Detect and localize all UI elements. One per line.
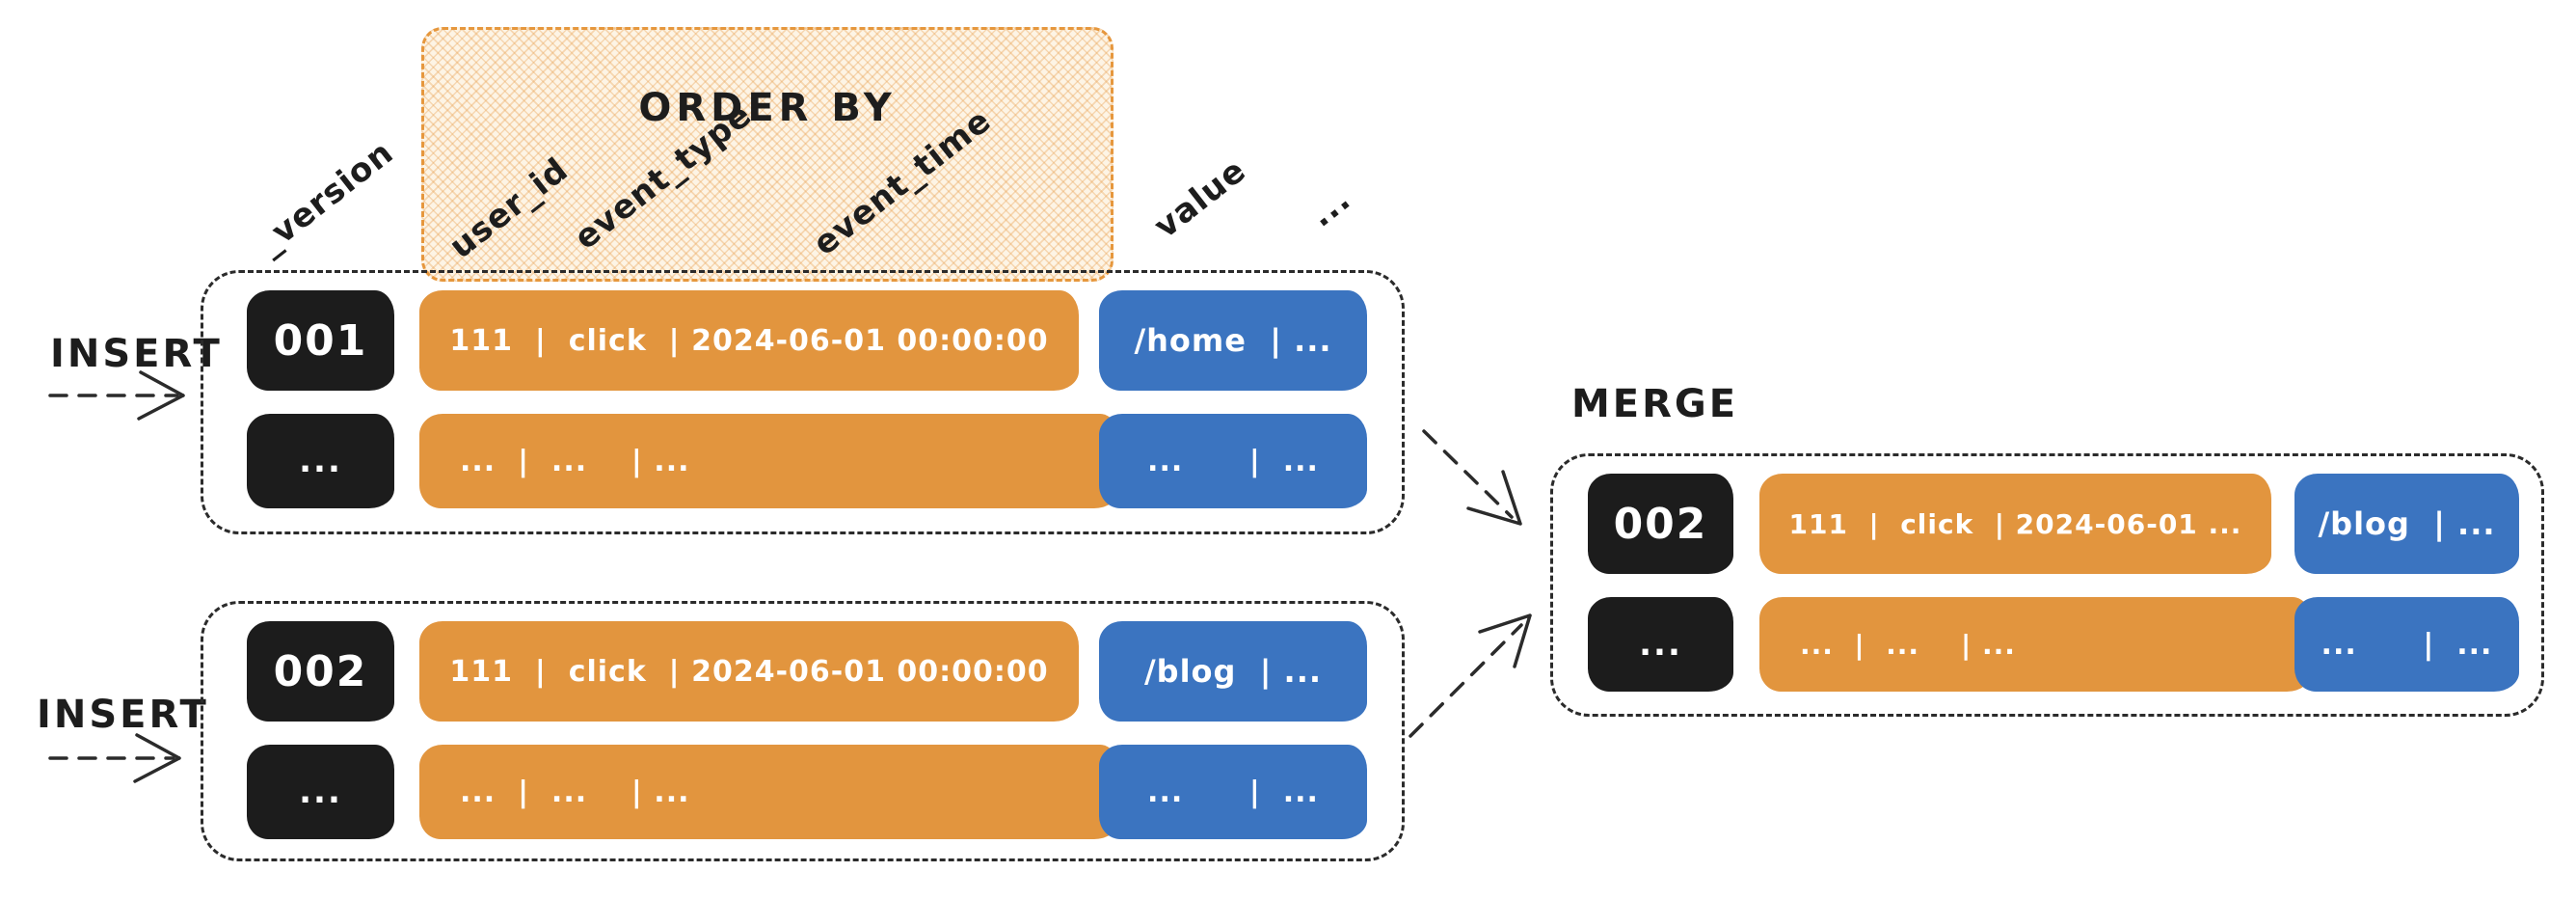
- merge-arrow-from-top-head: [1466, 470, 1522, 526]
- ordered-columns-cell: 111 | click | 2024-06-01 00:00:00: [419, 290, 1079, 391]
- insert-label-top: INSERT: [50, 332, 223, 376]
- ordered-columns-cell: ... | ... | ...: [419, 745, 1119, 839]
- table-row: ... ... | ... | ... ... | ...: [203, 745, 1402, 839]
- value-cell: ... | ...: [2294, 597, 2519, 692]
- value-cell: /blog | ...: [2294, 474, 2519, 574]
- table-row: 001 111 | click | 2024-06-01 00:00:00 /h…: [203, 290, 1402, 391]
- value-cell: /home | ...: [1099, 290, 1367, 391]
- column-label-ellipsis: ...: [1302, 179, 1358, 235]
- merge-arrow-from-bottom-head: [1478, 613, 1532, 668]
- column-label-version: _version: [251, 133, 401, 262]
- version-cell: ...: [247, 414, 394, 508]
- insert-arrow-bottom-head: [133, 733, 181, 783]
- insert-arrow-top-head: [137, 370, 185, 421]
- order-by-box: ORDER BY: [421, 27, 1114, 282]
- merge-arrow-from-bottom: [1409, 623, 1523, 738]
- value-cell: ... | ...: [1099, 745, 1367, 839]
- merged-part-block: 002 111 | click | 2024-06-01 ... /blog |…: [1550, 453, 2544, 717]
- merge-label: MERGE: [1571, 382, 1739, 426]
- order-by-title: ORDER BY: [638, 86, 897, 130]
- column-label-value: value: [1146, 150, 1254, 247]
- version-cell: 001: [247, 290, 394, 391]
- merge-arrow-from-top: [1422, 429, 1514, 519]
- insert-label-bottom: INSERT: [37, 693, 209, 737]
- ordered-columns-cell: ... | ... | ...: [419, 414, 1119, 508]
- version-cell: 002: [247, 621, 394, 722]
- ordered-columns-cell: 111 | click | 2024-06-01 ...: [1759, 474, 2271, 574]
- table-row: 002 111 | click | 2024-06-01 ... /blog |…: [1553, 474, 2541, 574]
- ordered-columns-cell: ... | ... | ...: [1759, 597, 2312, 692]
- ordered-columns-cell: 111 | click | 2024-06-01 00:00:00: [419, 621, 1079, 722]
- insert-part-block-1: 001 111 | click | 2024-06-01 00:00:00 /h…: [201, 270, 1405, 534]
- version-cell: 002: [1588, 474, 1733, 574]
- insert-part-block-2: 002 111 | click | 2024-06-01 00:00:00 /b…: [201, 601, 1405, 861]
- value-cell: /blog | ...: [1099, 621, 1367, 722]
- table-row: ... ... | ... | ... ... | ...: [203, 414, 1402, 508]
- table-row: ... ... | ... | ... ... | ...: [1553, 597, 2541, 692]
- version-cell: ...: [247, 745, 394, 839]
- version-cell: ...: [1588, 597, 1733, 692]
- table-row: 002 111 | click | 2024-06-01 00:00:00 /b…: [203, 621, 1402, 722]
- value-cell: ... | ...: [1099, 414, 1367, 508]
